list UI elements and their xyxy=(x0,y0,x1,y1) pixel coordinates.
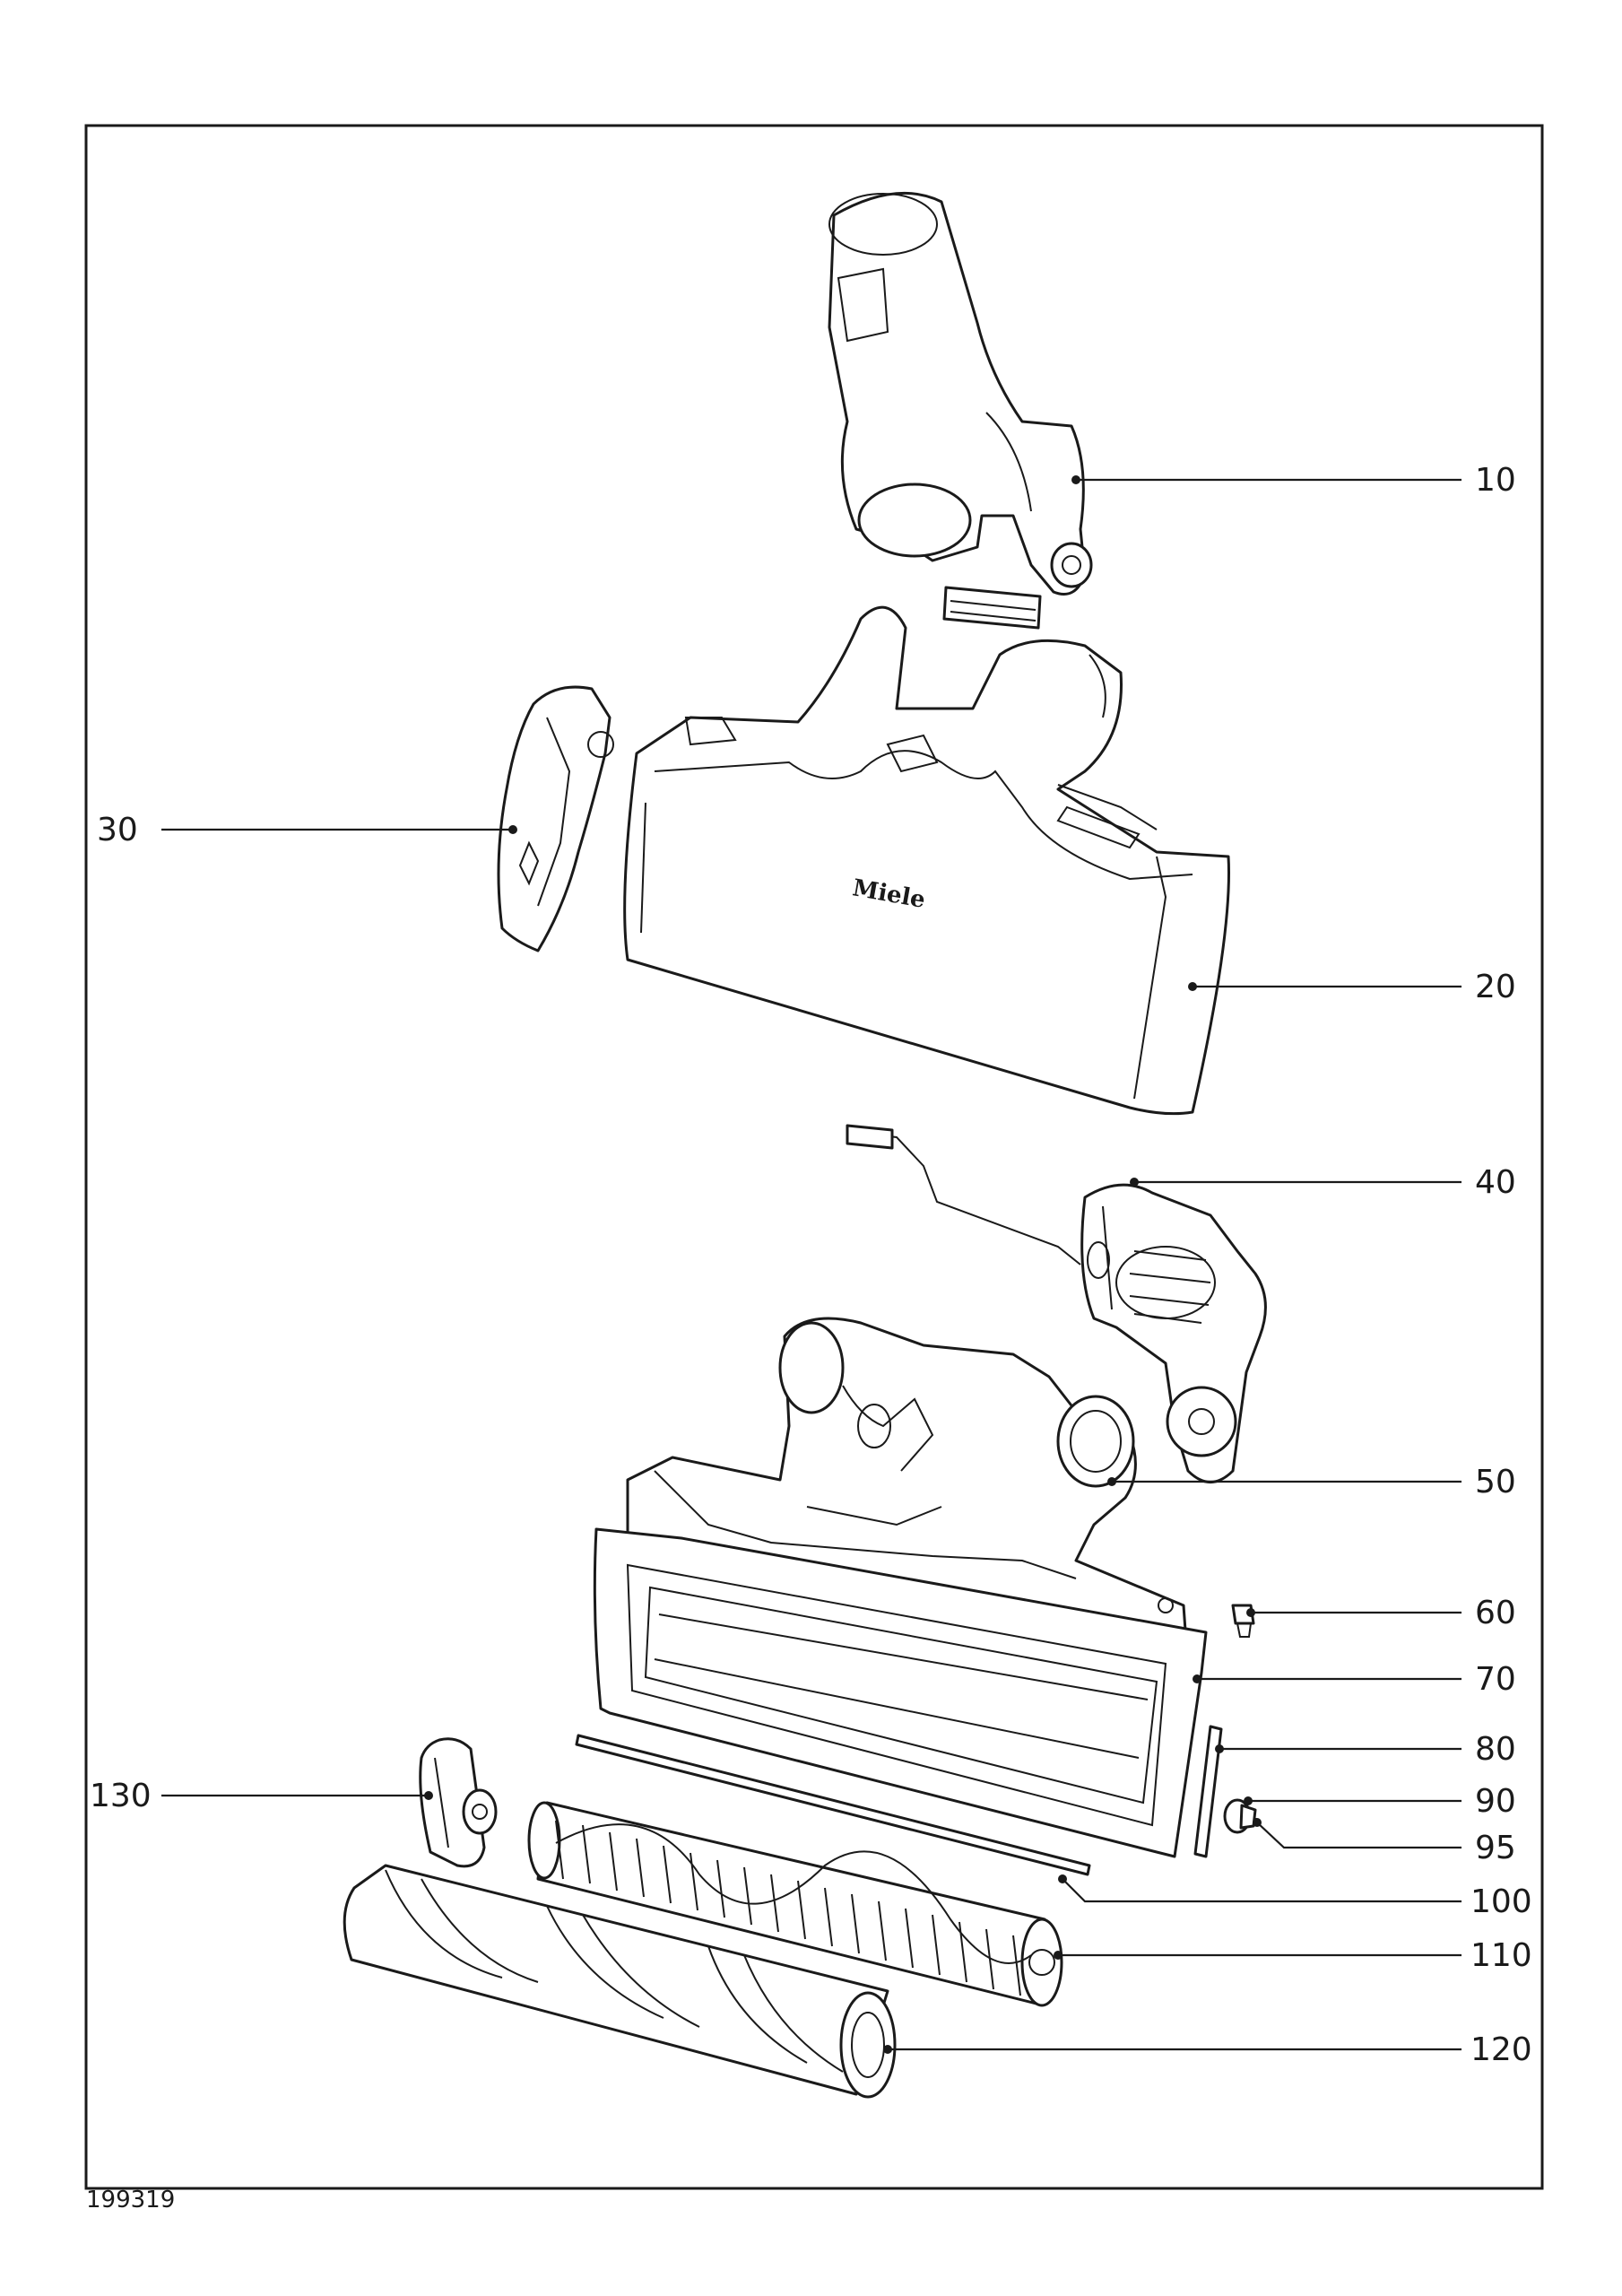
part-130-bearing-bracket xyxy=(419,1737,498,1868)
diagram-frame xyxy=(84,124,1544,2190)
callout-100: 100 xyxy=(1470,1883,1532,1920)
callout-110: 110 xyxy=(1470,1937,1532,1974)
callout-20: 20 xyxy=(1475,969,1516,1005)
callout-60: 60 xyxy=(1475,1595,1516,1631)
document-number: 199319 xyxy=(86,2187,176,2213)
part-100-seal-strip xyxy=(575,1734,1091,1876)
leader-lines xyxy=(161,475,1462,2054)
callout-120: 120 xyxy=(1470,2031,1532,2068)
part-80-strip xyxy=(1193,1725,1223,1858)
part-30-side-cover xyxy=(497,685,614,952)
callout-50: 50 xyxy=(1475,1464,1516,1500)
part-20-top-housing: Miele xyxy=(623,605,1230,1116)
leader-95 xyxy=(1256,1822,1462,1849)
callout-70: 70 xyxy=(1475,1661,1516,1698)
part-90-end-cap xyxy=(1223,1798,1257,1834)
callout-30: 30 xyxy=(97,812,138,848)
part-10-swivel-neck xyxy=(828,191,1093,630)
callout-90: 90 xyxy=(1475,1783,1516,1820)
callout-10: 10 xyxy=(1475,462,1516,499)
callout-labels: 10 20 30 40 50 60 70 80 90 95 100 110 12… xyxy=(90,462,1532,2068)
part-110-bristle-roller xyxy=(527,1801,1063,2007)
part-40-brush-motor xyxy=(846,1124,1267,1483)
callout-40: 40 xyxy=(1475,1164,1516,1201)
leader-100 xyxy=(1062,1878,1462,1903)
callout-130: 130 xyxy=(90,1778,152,1814)
callout-95: 95 xyxy=(1475,1830,1516,1866)
callout-80: 80 xyxy=(1475,1731,1516,1768)
part-120-soft-roller xyxy=(343,1864,897,2099)
part-70-brush-chamber xyxy=(593,1527,1208,1858)
